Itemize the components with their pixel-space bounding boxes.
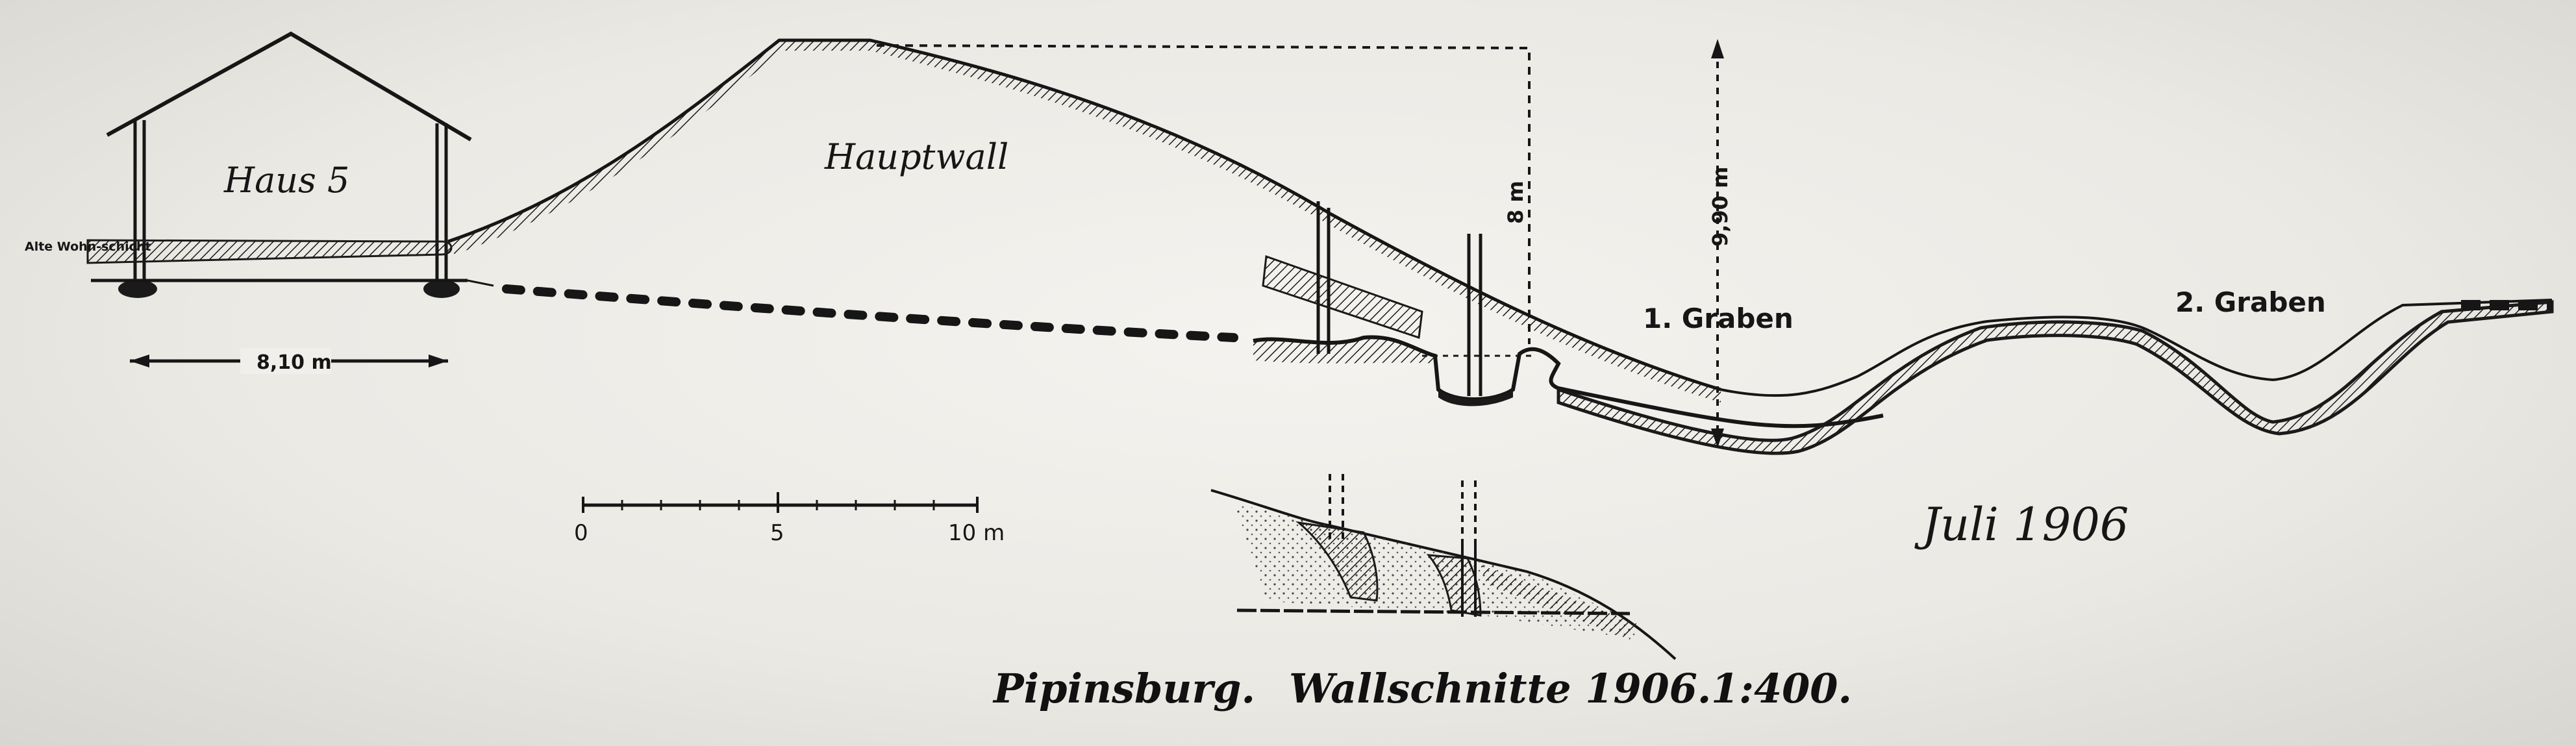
label-house: Haus 5 bbox=[223, 160, 349, 201]
old-living-layer bbox=[86, 239, 453, 264]
main-wall bbox=[447, 38, 1721, 403]
caption-ratio: 1:400. bbox=[1711, 665, 1852, 712]
scale-tick-5: 5 bbox=[770, 520, 784, 546]
label-total-height: 9,90 m bbox=[1708, 167, 1732, 247]
wall-foot-ground bbox=[1253, 335, 1884, 429]
post-hole-left bbox=[118, 280, 157, 298]
caption-place: Pipinsburg. bbox=[992, 665, 1255, 712]
total-height-marker bbox=[1711, 39, 1724, 448]
house-roof bbox=[106, 31, 472, 142]
ditch-upper-line bbox=[1720, 299, 2553, 397]
post-hole-right bbox=[423, 280, 460, 298]
ditch-profile bbox=[1557, 300, 2554, 455]
detail-profile bbox=[1210, 474, 1677, 660]
label-wall-height: 8 m bbox=[1503, 180, 1528, 224]
caption-title: Wallschnitte 1906. bbox=[1289, 665, 1711, 712]
ditches bbox=[1557, 299, 2554, 455]
caption: Pipinsburg. Wallschnitte 1906. 1:400. bbox=[992, 665, 1852, 712]
excavation-posts bbox=[1262, 201, 1482, 396]
label-house-width: 8,10 m bbox=[256, 351, 332, 374]
house-5 bbox=[106, 31, 472, 298]
label-old-surface: Alte Wohn-schicht bbox=[25, 240, 151, 254]
house-width-dimension bbox=[130, 348, 448, 374]
wall-height-marker bbox=[876, 44, 1531, 344]
label-main-wall: Hauptwall bbox=[824, 136, 1008, 177]
scale-tick-10: 10 m bbox=[948, 520, 1005, 546]
label-ditch-2: 2. Graben bbox=[2175, 286, 2326, 318]
scale-bar bbox=[582, 492, 979, 513]
wall-profile-line bbox=[447, 38, 1721, 392]
scale-tick-0: 0 bbox=[574, 520, 588, 546]
label-ditch-1: 1. Graben bbox=[1643, 303, 1794, 334]
label-date: Juli 1906 bbox=[1914, 498, 2129, 551]
old-surface-dotted-line bbox=[502, 284, 1238, 342]
